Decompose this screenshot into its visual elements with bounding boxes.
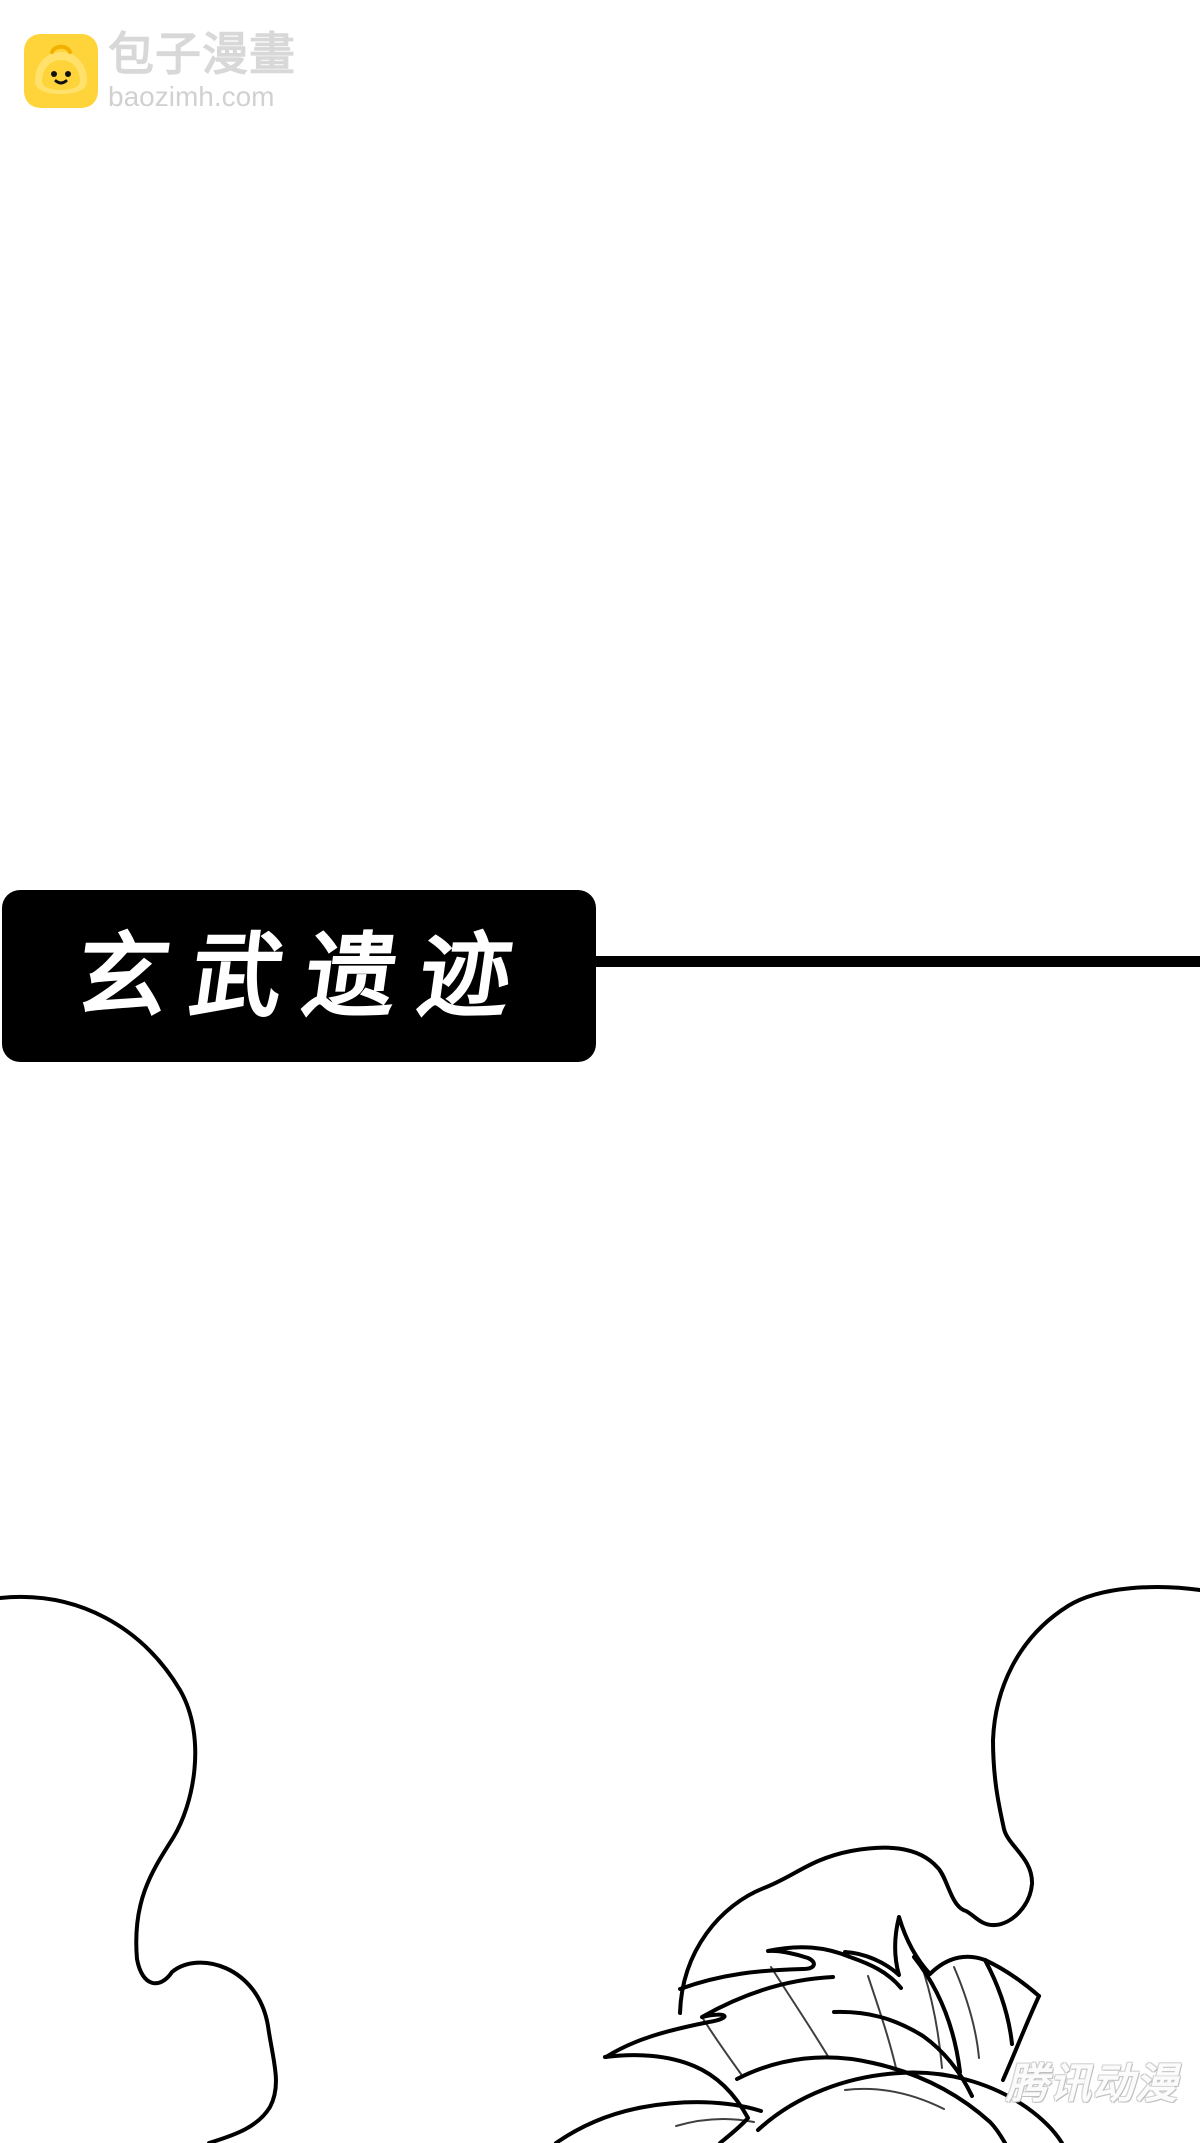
bun-face-icon — [24, 34, 98, 108]
character-hair-outline-8 — [912, 1955, 962, 2074]
site-watermark: 包子漫畫 baozimh.com — [24, 30, 296, 112]
character-hair-outline-11 — [554, 2100, 763, 2143]
site-watermark-text: 包子漫畫 baozimh.com — [108, 31, 296, 111]
site-watermark-url: baozimh.com — [108, 81, 275, 112]
character-hair-outline-9 — [983, 1958, 1014, 2046]
right-cloud-outline — [678, 1585, 1200, 2015]
site-watermark-title: 包子漫畫 — [108, 27, 296, 81]
character-hair-outline-4 — [603, 2053, 750, 2143]
character-hair-outline-3 — [843, 1915, 1041, 1998]
chapter-divider-line — [590, 956, 1200, 967]
chapter-title-banner: 玄武遗迹 — [2, 890, 596, 1062]
chapter-title: 玄武遗迹 — [69, 922, 541, 1030]
character-hair-outline-7 — [832, 2009, 974, 2098]
publisher-watermark: 腾讯动漫 — [1005, 2059, 1178, 2108]
character-hair-outline-5 — [735, 2055, 1007, 2143]
left-cloud-outline — [0, 1595, 278, 2143]
character-hair-outline-2 — [678, 1945, 903, 1991]
character-hair-outline-1 — [604, 1975, 835, 2059]
